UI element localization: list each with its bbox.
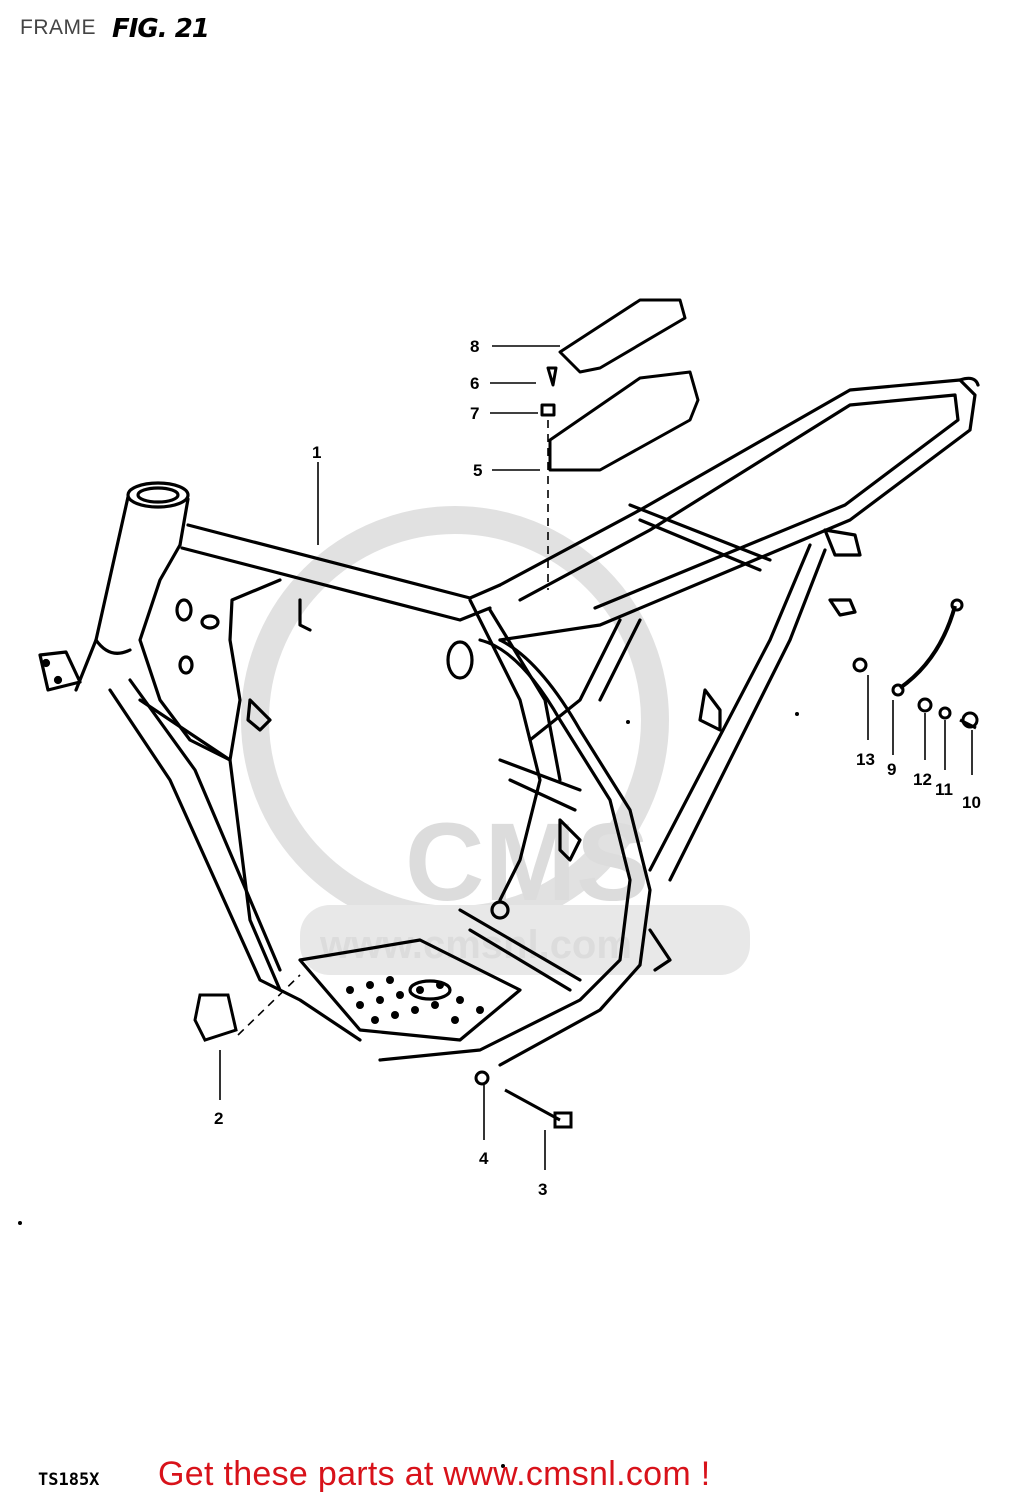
callout-11: 11 (935, 780, 953, 799)
model-code: TS185X (38, 1470, 100, 1490)
callout-9: 9 (887, 760, 896, 779)
callout-10: 10 (962, 793, 981, 812)
frame-drawing (38, 376, 980, 1067)
strap-bracket (898, 605, 957, 690)
skid-plate-holes (346, 976, 484, 1024)
watermark-logo: CMS www.cmsnl.com (241, 506, 750, 975)
callout-13: 13 (856, 750, 875, 769)
watermark-url: www.cmsnl.com (319, 923, 632, 967)
section-title: FRAME (20, 16, 96, 39)
callout-2: 2 (214, 1109, 223, 1128)
callout-8: 8 (470, 337, 479, 356)
callout-7: 7 (470, 404, 479, 423)
figure-number: FIG. 21 (112, 14, 210, 44)
skid-plate (298, 938, 522, 1042)
callout-4: 4 (479, 1149, 489, 1168)
callout-5: 5 (473, 461, 482, 480)
steering-head (74, 481, 190, 692)
callout-1: 1 (312, 443, 321, 462)
top-tube (180, 523, 502, 622)
seat-bracket-parts (540, 298, 700, 472)
callout-12: 12 (913, 770, 932, 789)
callout-3: 3 (538, 1180, 547, 1199)
cta-link[interactable]: Get these parts at www.cmsnl.com ! (158, 1455, 711, 1493)
callout-6: 6 (470, 374, 479, 393)
down-tube (108, 678, 362, 1042)
watermark-logo-text: CMS (405, 801, 649, 924)
gusset-plate (138, 543, 282, 762)
fasteners (193, 657, 979, 1129)
leader-lines (219, 345, 973, 1170)
